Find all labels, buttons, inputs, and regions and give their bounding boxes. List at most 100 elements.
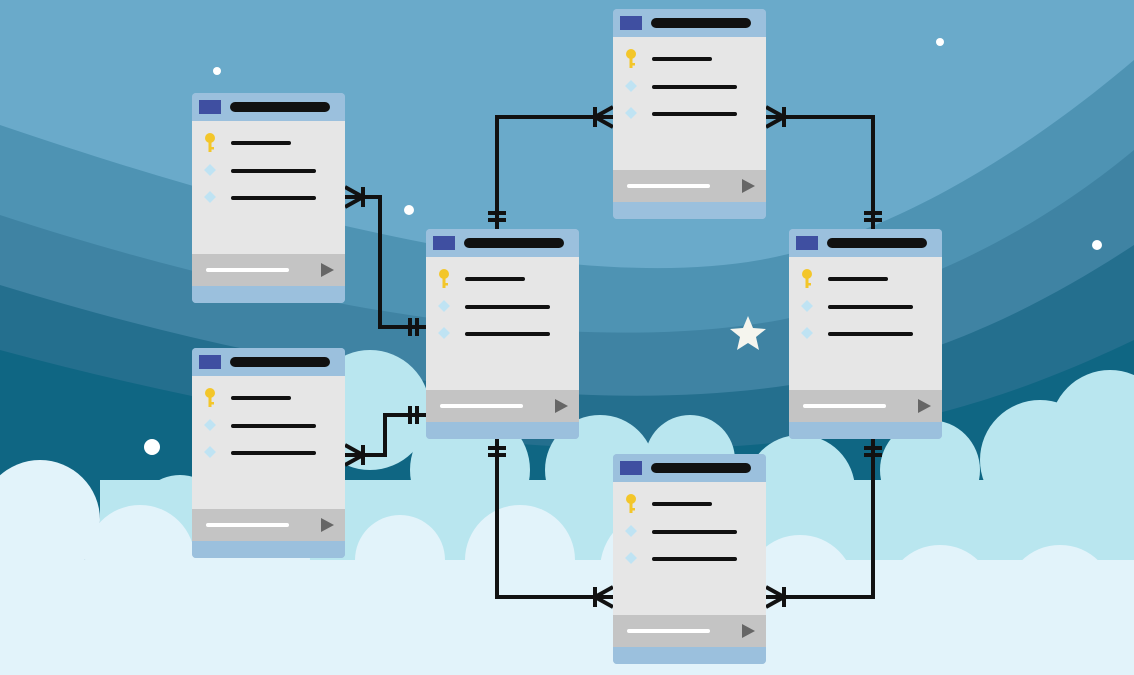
table-fields	[789, 257, 942, 390]
relationship-table-center-to-table-bottom-middle	[488, 439, 614, 609]
diamond-icon	[623, 103, 639, 123]
table-footer	[192, 254, 345, 286]
footer-placeholder	[627, 184, 710, 188]
field-row	[789, 268, 942, 288]
field-name-placeholder	[652, 85, 737, 89]
key-icon	[623, 48, 639, 68]
diamond-icon	[436, 296, 452, 316]
diamond-icon	[623, 76, 639, 96]
key-icon	[799, 268, 815, 288]
table-right	[789, 229, 942, 439]
play-icon	[742, 624, 755, 638]
front-clouds	[0, 460, 1134, 675]
footer-placeholder	[206, 523, 289, 527]
field-name-placeholder	[231, 169, 316, 173]
field-row	[789, 296, 942, 316]
field-row	[613, 521, 766, 541]
field-row	[192, 442, 345, 462]
field-row	[613, 48, 766, 68]
star-icon	[730, 316, 766, 350]
sparkle-dot	[213, 67, 221, 75]
table-title-placeholder	[464, 238, 564, 248]
diamond-icon	[623, 548, 639, 568]
table-title-placeholder	[827, 238, 927, 248]
table-footer	[613, 615, 766, 647]
field-row	[192, 387, 345, 407]
table-fields	[613, 482, 766, 615]
table-header	[426, 229, 579, 257]
footer-placeholder	[206, 268, 289, 272]
play-icon	[918, 399, 931, 413]
relationship-table-center-to-table-top-middle	[488, 105, 614, 229]
table-bottom-middle	[613, 454, 766, 664]
table-footer	[613, 170, 766, 202]
field-row	[192, 132, 345, 152]
field-name-placeholder	[231, 396, 291, 400]
play-icon	[321, 263, 334, 277]
table-fields	[192, 376, 345, 509]
table-icon	[199, 355, 221, 369]
field-name-placeholder	[652, 502, 712, 506]
table-header	[613, 454, 766, 482]
table-bottom-left	[192, 348, 345, 558]
diamond-icon	[202, 160, 218, 180]
table-fields	[613, 37, 766, 170]
field-row	[192, 415, 345, 435]
key-icon	[202, 132, 218, 152]
footer-placeholder	[803, 404, 886, 408]
diamond-icon	[202, 187, 218, 207]
sparkle-dot	[936, 38, 944, 46]
table-base	[192, 286, 345, 303]
field-name-placeholder	[231, 451, 316, 455]
play-icon	[555, 399, 568, 413]
diamond-icon	[202, 442, 218, 462]
field-name-placeholder	[465, 277, 525, 281]
relationship-line	[495, 439, 613, 599]
table-footer	[789, 390, 942, 422]
diamond-icon	[436, 323, 452, 343]
field-name-placeholder	[828, 332, 913, 336]
relationship-table-top-middle-to-table-right	[765, 105, 882, 229]
table-icon	[433, 236, 455, 250]
sparkle-dot	[1092, 240, 1102, 250]
table-footer	[192, 509, 345, 541]
field-row	[426, 323, 579, 343]
field-row	[613, 493, 766, 513]
table-base	[613, 202, 766, 219]
play-icon	[321, 518, 334, 532]
sparkle-dot	[404, 205, 414, 215]
key-icon	[436, 268, 452, 288]
table-icon	[620, 461, 642, 475]
field-name-placeholder	[231, 141, 291, 145]
table-title-placeholder	[651, 18, 751, 28]
table-top-middle	[613, 9, 766, 219]
table-title-placeholder	[651, 463, 751, 473]
table-center	[426, 229, 579, 439]
field-name-placeholder	[231, 196, 316, 200]
table-top-left	[192, 93, 345, 303]
table-header	[613, 9, 766, 37]
table-header	[192, 93, 345, 121]
table-base	[426, 422, 579, 439]
diamond-icon	[202, 415, 218, 435]
table-title-placeholder	[230, 357, 330, 367]
footer-placeholder	[440, 404, 523, 408]
field-row	[426, 296, 579, 316]
field-name-placeholder	[652, 112, 737, 116]
footer-placeholder	[627, 629, 710, 633]
field-name-placeholder	[652, 57, 712, 61]
relationship-table-bottom-left-to-table-center	[344, 406, 426, 467]
relationship-line	[766, 439, 875, 599]
field-row	[613, 548, 766, 568]
table-header	[789, 229, 942, 257]
sparkle-dot	[144, 439, 160, 455]
table-fields	[192, 121, 345, 254]
table-base	[192, 541, 345, 558]
relationship-line	[766, 115, 875, 229]
table-header	[192, 348, 345, 376]
field-row	[613, 103, 766, 123]
field-row	[613, 76, 766, 96]
field-name-placeholder	[231, 424, 316, 428]
field-name-placeholder	[828, 277, 888, 281]
